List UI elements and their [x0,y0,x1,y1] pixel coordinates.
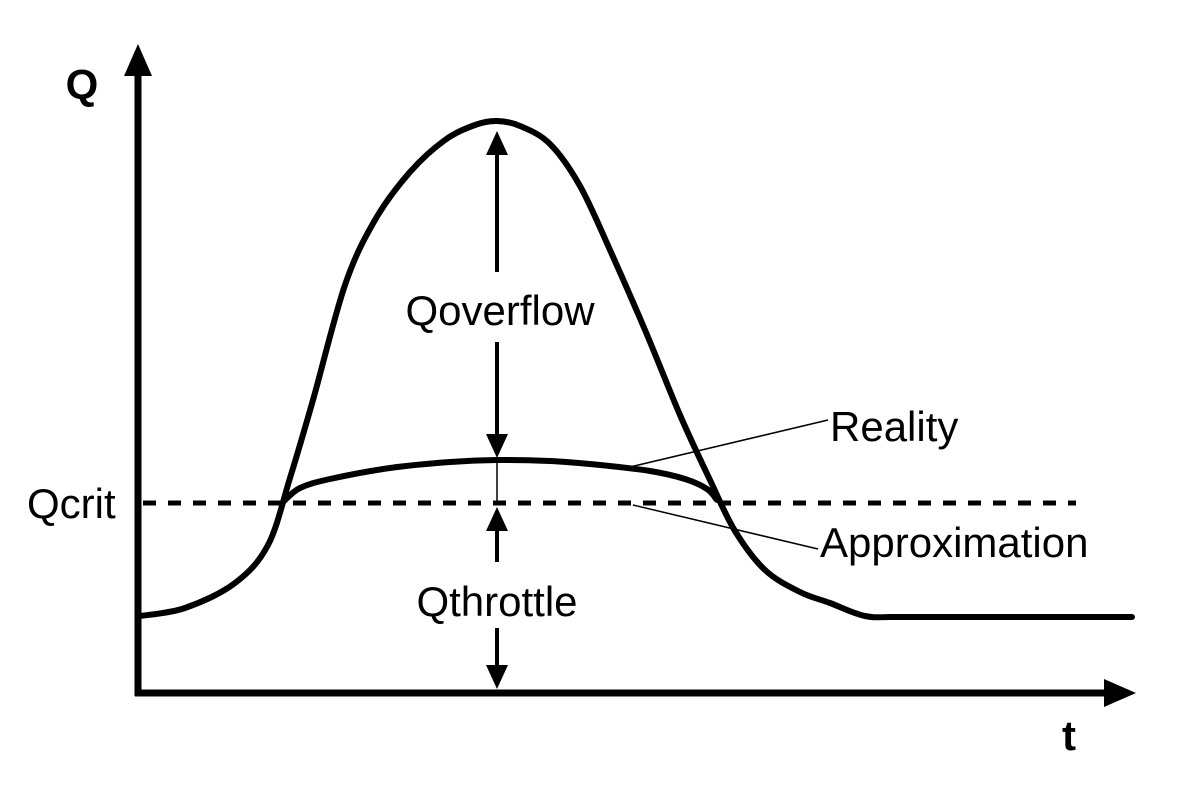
y-axis-arrowhead [124,44,152,76]
qoverflow-arrow-arrowhead-down [486,434,508,458]
reality-curve [281,456,720,504]
qoverflow-arrow-arrowhead-up [486,131,508,155]
qthrottle-arrow-arrowhead-down [486,665,508,689]
qcrit-label: Qcrit [27,480,116,527]
approximation-label: Approximation [820,519,1088,566]
y-axis-label: Q [66,61,99,108]
qthrottle-label: Qthrottle [416,578,577,625]
x-axis-label: t [1062,712,1076,759]
qthrottle-arrow-arrowhead-up [486,507,508,531]
qoverflow-label: Qoverflow [405,287,595,334]
reality-leader-line [629,419,829,468]
diagram-geometry [124,44,1136,707]
x-axis-arrowhead [1104,679,1136,707]
reality-label: Reality [830,403,958,450]
demand-curve [137,117,1135,621]
qthrottle-label-mask [399,562,595,628]
qoverflow-label-mask [390,272,610,342]
approximation-leader-line [632,504,819,550]
